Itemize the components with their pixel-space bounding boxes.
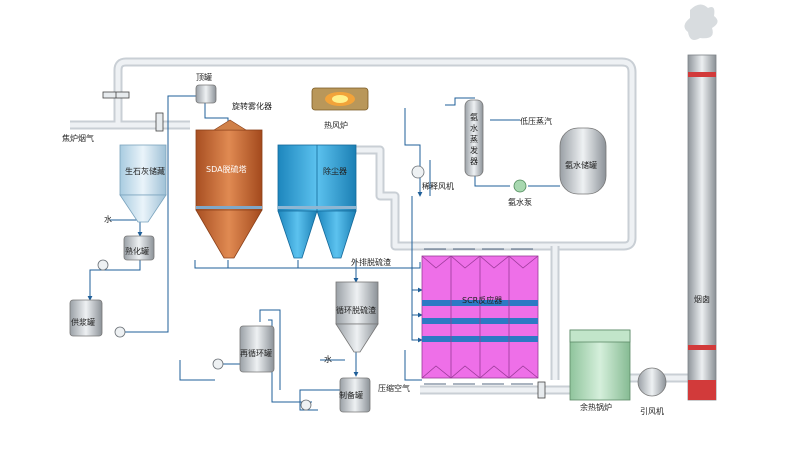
- preparation-tank: [339, 377, 371, 413]
- sda-tower: [195, 119, 263, 259]
- recycle-residue-silo: [335, 281, 379, 353]
- low-pressure-steam-label: 低压蒸汽: [520, 116, 552, 126]
- soot-blowers: [424, 248, 533, 385]
- slaking-tank: [123, 235, 155, 261]
- hot-air-furnace: [311, 87, 369, 111]
- hot-air-furnace-label: 热风炉: [324, 120, 348, 130]
- slurry-tank: [69, 299, 103, 337]
- induced-draft-fan-label: 引风机: [640, 406, 664, 416]
- scr-reactor: [421, 255, 539, 379]
- water-label-2: 水: [324, 354, 332, 364]
- dust-collector-label: 除尘器: [323, 166, 347, 176]
- top-tank: [195, 84, 217, 104]
- chimney-label: 烟囱: [694, 294, 710, 304]
- lime-silo: [119, 144, 167, 223]
- ammonia-evaporator-label: 氨水蒸发器: [470, 112, 478, 166]
- slaking-tank-label: 熟化罐: [125, 246, 149, 256]
- slurry-tank-label: 供浆罐: [71, 317, 95, 327]
- ammonia-pump-icon: [513, 179, 527, 193]
- sda-tower-label: SDA脱硫塔: [206, 164, 247, 174]
- scr-reactor-label: SCR反应器: [462, 295, 502, 305]
- rotary-atomizer-label: 旋转雾化器: [232, 101, 272, 111]
- waste-heat-boiler: [569, 329, 631, 401]
- compressed-air-label: 压缩空气: [378, 383, 410, 393]
- dust-collector: [277, 144, 357, 259]
- waste-heat-boiler-label: 余热锅炉: [580, 402, 612, 412]
- coke-flue-gas-label: 焦炉烟气: [62, 133, 94, 143]
- recycle-residue-label: 循环脱硫渣: [336, 305, 376, 315]
- chimney: [684, 4, 718, 401]
- lime-silo-label: 生石灰储藏: [125, 166, 165, 176]
- recirculation-tank: [239, 325, 275, 373]
- pump-icon: [97, 165, 425, 411]
- ammonia-pump-label: 氨水泵: [508, 197, 532, 207]
- top-tank-label: 顶罐: [196, 72, 212, 82]
- dilution-fan-label: 稀释风机: [422, 181, 454, 191]
- external-residue-label: 外排脱硫渣: [351, 257, 391, 267]
- process-lines: [87, 93, 560, 411]
- boiler-valve-icon: [537, 381, 546, 399]
- ammonia-evaporator: [464, 99, 484, 177]
- recirculation-tank-label: 再循环罐: [240, 348, 272, 358]
- ammonia-tank-label: 氨水储罐: [565, 160, 597, 170]
- induced-draft-fan: [637, 367, 667, 397]
- inlet-valve-icon: [155, 112, 164, 132]
- water-label-1: 水: [104, 214, 112, 224]
- ammonia-tank: [559, 127, 607, 195]
- preparation-tank-label: 制备罐: [339, 390, 363, 400]
